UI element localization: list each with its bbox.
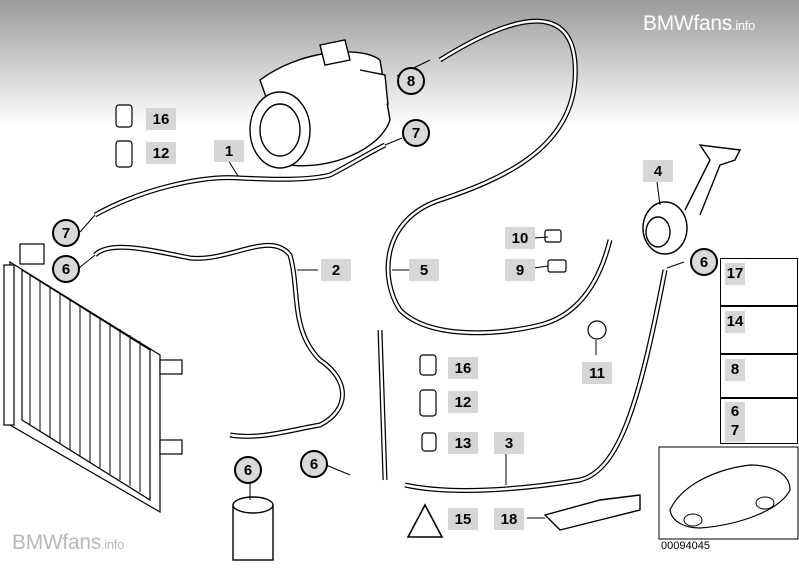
callout-13: 13	[448, 432, 478, 454]
callout-16-bottom: 16	[448, 357, 478, 379]
callout-9: 9	[505, 259, 535, 281]
callout-6-center: 6	[300, 450, 328, 478]
receiver-drier-drawing	[232, 496, 274, 561]
callout-6-left: 6	[52, 255, 80, 283]
callout-7-top: 7	[402, 119, 430, 147]
callout-8: 8	[397, 67, 425, 95]
callout-10: 10	[505, 227, 535, 249]
header-gradient	[0, 0, 799, 125]
expansion-valve-drawing	[642, 144, 742, 255]
callout-6-right: 6	[690, 248, 718, 276]
side-panel-label-14: 14	[725, 311, 745, 333]
callout-12-top: 12	[146, 142, 176, 164]
side-panel-cell-6-7: 6 7	[720, 398, 798, 444]
callout-11: 11	[582, 362, 612, 384]
callout-15: 15	[448, 508, 478, 530]
side-panel-label-7: 7	[730, 422, 740, 439]
condenser-drawing	[3, 243, 183, 514]
warning-label-drawing	[406, 503, 444, 538]
callout-18: 18	[494, 508, 524, 530]
watermark-bottom: BMWfans.info	[12, 531, 124, 554]
watermark-top: BMWfans.info	[643, 12, 755, 35]
diagram-number: 00094045	[661, 540, 710, 552]
callout-6-bottom: 6	[234, 456, 262, 484]
side-panel-label-17: 17	[725, 263, 745, 285]
side-panel-cell-8: 8	[720, 354, 798, 398]
callout-2: 2	[321, 259, 351, 281]
side-panel-label-8: 8	[725, 359, 745, 381]
side-panel-label-6-7: 6 7	[725, 402, 745, 442]
callout-7-left: 7	[52, 219, 80, 247]
compressor-drawing	[249, 39, 391, 169]
side-panel-label-6: 6	[730, 403, 740, 420]
callout-1: 1	[214, 140, 244, 162]
callout-3: 3	[494, 432, 524, 454]
hose-3	[377, 269, 668, 493]
leader-lines	[78, 59, 685, 519]
side-panel-cell-17: 17	[720, 258, 798, 306]
callout-16-top: 16	[146, 108, 176, 130]
callout-12-bottom: 12	[448, 391, 478, 413]
car-inset	[658, 446, 799, 540]
side-panel-cell-14: 14	[720, 306, 798, 354]
bracket-drawing	[543, 494, 641, 531]
callout-5: 5	[409, 259, 439, 281]
callout-4: 4	[643, 160, 673, 182]
